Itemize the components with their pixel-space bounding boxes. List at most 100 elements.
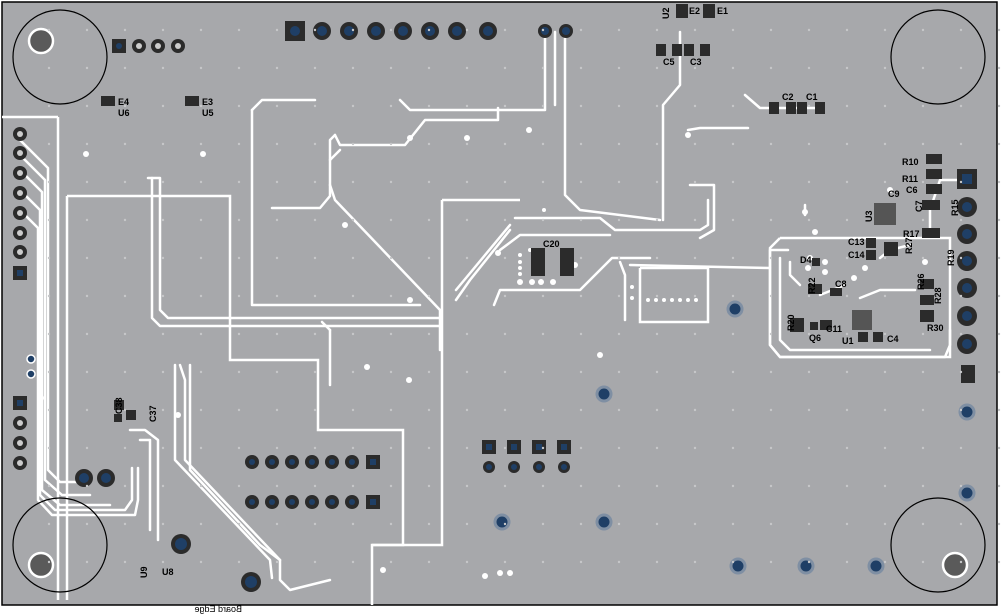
grid-dot	[807, 560, 811, 564]
grid-dot	[123, 332, 127, 336]
grid-dot	[427, 28, 431, 32]
mount-hole-outline-bottom-left	[12, 497, 108, 593]
grid-dot	[47, 294, 51, 298]
grid-dot	[579, 142, 583, 146]
grid-dot	[199, 218, 203, 222]
grid-dot	[807, 218, 811, 222]
grid-dot	[161, 28, 165, 32]
grid-dot	[503, 484, 507, 488]
grid-dot	[427, 256, 431, 260]
grid-dot	[845, 180, 849, 184]
grid-dot	[579, 28, 583, 32]
grid-dot	[85, 446, 89, 450]
grid-dot	[85, 180, 89, 184]
grid-dot	[275, 294, 279, 298]
grid-dot	[85, 332, 89, 336]
grid-dot	[655, 560, 659, 564]
grid-dot	[731, 408, 735, 412]
grid-dot	[807, 180, 811, 184]
grid-dot	[883, 104, 887, 108]
grid-dot	[807, 484, 811, 488]
grid-dot	[655, 66, 659, 70]
grid-dot	[997, 408, 1001, 412]
grid-dot	[579, 332, 583, 336]
grid-dot	[959, 256, 963, 260]
header-top	[285, 21, 573, 41]
grid-dot	[199, 294, 203, 298]
grid-dot	[47, 484, 51, 488]
grid-dot	[617, 332, 621, 336]
grid-dot	[541, 408, 545, 412]
grid-dot	[465, 104, 469, 108]
grid-dot	[541, 218, 545, 222]
grid-dot	[465, 180, 469, 184]
grid-dot	[389, 142, 393, 146]
grid-dot	[47, 560, 51, 564]
grid-dot	[541, 104, 545, 108]
grid-dot	[465, 332, 469, 336]
grid-dot	[617, 180, 621, 184]
label-r27: R27	[904, 237, 914, 254]
grid-dot	[617, 484, 621, 488]
grid-dot	[693, 256, 697, 260]
grid-dot	[693, 484, 697, 488]
header-left-lower	[13, 354, 36, 470]
grid-dot	[237, 332, 241, 336]
grid-dot	[85, 560, 89, 564]
grid-dot	[199, 446, 203, 450]
grid-dots	[47, 28, 1001, 564]
grid-dot	[85, 294, 89, 298]
grid-dot	[237, 218, 241, 222]
grid-dot	[921, 484, 925, 488]
grid-dot	[389, 446, 393, 450]
label-c20: C20	[543, 239, 560, 249]
grid-dot	[579, 446, 583, 450]
grid-dot	[541, 560, 545, 564]
grid-dot	[959, 408, 963, 412]
grid-dot	[807, 104, 811, 108]
grid-dot	[351, 256, 355, 260]
grid-dot	[541, 446, 545, 450]
label-c6: C6	[906, 185, 918, 195]
label-e3: E3	[202, 97, 213, 107]
grid-dot	[693, 66, 697, 70]
grid-dot	[579, 180, 583, 184]
grid-dot	[237, 256, 241, 260]
grid-dot	[123, 28, 127, 32]
grid-dot	[693, 408, 697, 412]
grid-dot	[47, 180, 51, 184]
grid-dot	[427, 446, 431, 450]
grid-dot	[275, 332, 279, 336]
grid-dot	[883, 180, 887, 184]
label-r19: R19	[946, 249, 956, 266]
grid-dot	[959, 28, 963, 32]
grid-dot	[47, 66, 51, 70]
grid-dot	[85, 28, 89, 32]
grid-dot	[541, 370, 545, 374]
grid-dot	[465, 256, 469, 260]
grid-dot	[275, 256, 279, 260]
grid-dot	[769, 180, 773, 184]
mount-hole-outline-bottom-right	[890, 497, 986, 593]
grid-dot	[237, 446, 241, 450]
grid-dot	[883, 560, 887, 564]
grid-dot	[617, 66, 621, 70]
label-r11: R11	[902, 174, 918, 184]
grid-dot	[85, 66, 89, 70]
grid-dot	[85, 218, 89, 222]
label-r26: R26	[916, 273, 926, 290]
grid-dot	[351, 218, 355, 222]
grid-dot	[655, 484, 659, 488]
grid-dot	[351, 332, 355, 336]
grid-dot	[921, 256, 925, 260]
grid-dot	[313, 218, 317, 222]
grid-dot	[997, 446, 1001, 450]
grid-dot	[351, 408, 355, 412]
grid-dot	[313, 28, 317, 32]
grid-dot	[237, 180, 241, 184]
grid-dot	[769, 28, 773, 32]
grid-dot	[389, 408, 393, 412]
grid-dot	[655, 218, 659, 222]
grid-dot	[921, 142, 925, 146]
grid-dot	[959, 560, 963, 564]
